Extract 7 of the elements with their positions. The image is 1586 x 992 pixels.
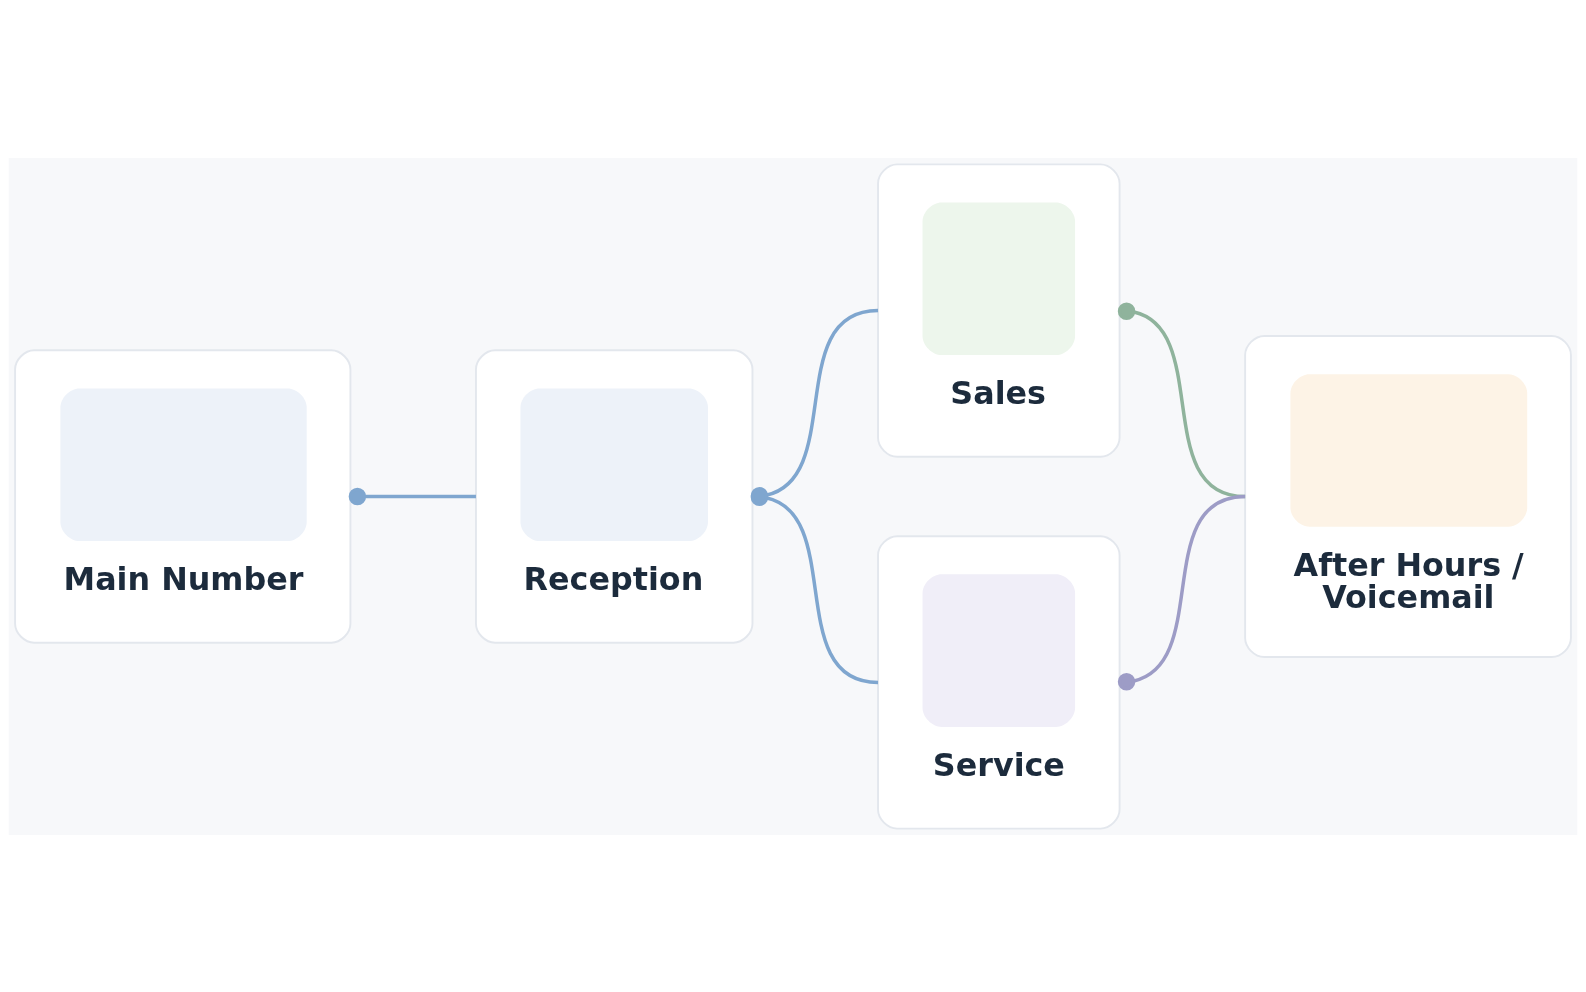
connector [1117,494,1246,690]
node-box: After Hours / Voicemail [1244,334,1572,658]
node-box: Reception [475,348,754,644]
node-box: Main Number [14,348,352,644]
node-box: Service [877,534,1121,830]
node-box: Sales [877,162,1121,458]
connector [348,487,476,505]
